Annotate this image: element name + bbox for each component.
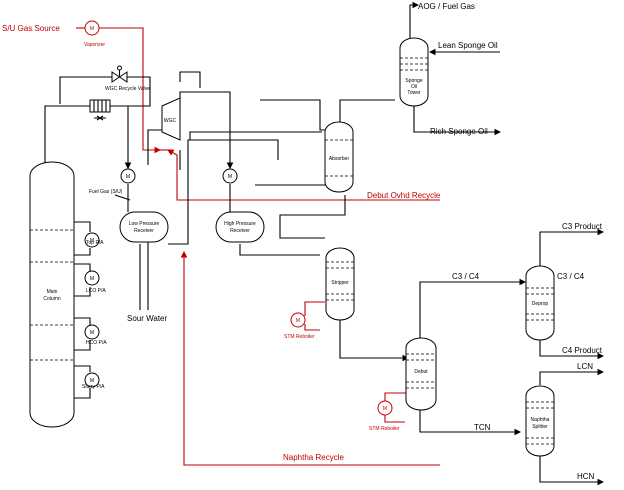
c3-c4-deprop-label: C3 / C4 — [557, 272, 585, 281]
wgc-recycle-valve: WGC Recycle Valve — [105, 65, 150, 92]
stm-reboiler-1-label: STM Reboiler — [284, 334, 315, 340]
svg-text:Naphtha: Naphtha — [531, 417, 550, 423]
debutanizer: Debut — [405, 337, 437, 411]
svg-text:M: M — [228, 174, 232, 180]
sour-water-label: Sour Water — [127, 314, 167, 323]
deprop-label: Deprop — [532, 301, 549, 307]
absorber: Absorber — [324, 121, 354, 193]
svg-text:M: M — [90, 378, 94, 384]
lco-pa-label: LCO P/A — [86, 288, 106, 294]
low-pressure-receiver: Low Pressure Receiver — [119, 211, 169, 243]
svg-text:M: M — [90, 238, 94, 244]
svg-text:Oil: Oil — [411, 84, 417, 90]
high-pressure-receiver: M High Pressure Receiver — [215, 168, 265, 243]
debut-label: Debut — [414, 369, 428, 375]
overhead-condenser: M — [120, 168, 136, 184]
hcn-label: HCN — [577, 472, 595, 481]
vaporizer-label: Vaporizer — [84, 42, 105, 48]
hco-pa-label: HCO P/A — [86, 340, 107, 346]
main-column-label-2: Column — [43, 296, 60, 302]
overhead-exchanger — [89, 99, 111, 121]
debut-ovhd-recycle-line — [167, 149, 440, 201]
su-gas-source-label: S/U Gas Source — [2, 24, 60, 33]
absorber-label: Absorber — [329, 156, 350, 162]
svg-text:M: M — [90, 276, 94, 282]
c3-c4-label: C3 / C4 — [452, 272, 480, 281]
c4-product-label: C4 Product — [562, 346, 603, 355]
stm-reboiler-2: M STM Reboiler — [369, 400, 400, 432]
stm-reboiler-2-label: STM Reboiler — [369, 426, 400, 432]
stripper-reboiler-red — [304, 301, 325, 331]
naphtha-recycle-line — [180, 250, 440, 466]
main-column-label-1: Main — [47, 289, 58, 295]
stripper: Stripper — [325, 247, 355, 321]
tcn-label: TCN — [474, 423, 491, 432]
wgc-label: WGC — [164, 118, 177, 124]
slurry-pa-label: Slurry P/A — [82, 384, 105, 390]
sponge-oil-tower: Sponge Oil Tower — [399, 37, 429, 107]
top-pa-label: Top P/A — [86, 240, 104, 246]
lean-sponge-oil-label: Lean Sponge Oil — [438, 41, 498, 50]
svg-text:Splitter: Splitter — [532, 424, 548, 430]
aog-fuel-gas-label: AOG / Fuel Gas — [418, 2, 475, 11]
wgc-compressor: WGC — [161, 97, 181, 141]
main-column: Main Column — [29, 161, 75, 428]
wgc-recycle-valve-label: WGC Recycle Valve — [105, 86, 150, 92]
svg-text:Sponge: Sponge — [405, 78, 422, 84]
vaporizer: M Vaporizer — [84, 20, 105, 48]
naphtha-splitter: Naphtha Splitter — [525, 385, 555, 457]
svg-text:M: M — [383, 406, 387, 412]
naphtha-recycle-label: Naphtha Recycle — [283, 453, 344, 462]
process-lines — [44, 1, 605, 486]
svg-text:Tower: Tower — [407, 90, 421, 96]
lcn-label: LCN — [577, 362, 593, 371]
stripper-label: Stripper — [331, 280, 349, 286]
pumparounds: M Top P/A M LCO P/A M HCO P/A M Slurry P… — [74, 221, 107, 399]
debut-ovhd-recycle-label: Debut Ovhd Recycle — [367, 191, 441, 200]
svg-text:M: M — [90, 330, 94, 336]
svg-text:M: M — [90, 26, 94, 32]
rich-sponge-oil-label: Rich Sponge Oil — [430, 127, 488, 136]
stm-reboiler-1: M STM Reboiler — [284, 312, 315, 340]
svg-text:Receiver: Receiver — [134, 228, 154, 234]
svg-text:High Pressure: High Pressure — [224, 221, 256, 227]
c3-product-label: C3 Product — [562, 222, 603, 231]
svg-text:Receiver: Receiver — [230, 228, 250, 234]
svg-text:M: M — [126, 174, 130, 180]
depropanizer: Deprop — [525, 265, 555, 341]
svg-text:M: M — [296, 318, 300, 324]
fuel-gas-label: Fuel Gas (S/U) — [89, 189, 123, 195]
svg-text:Low Pressure: Low Pressure — [129, 221, 160, 227]
